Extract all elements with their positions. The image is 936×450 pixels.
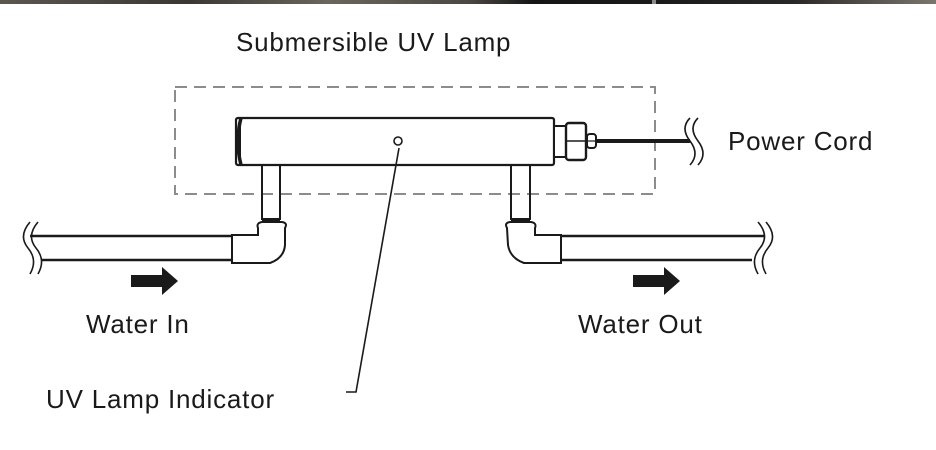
inlet-riser bbox=[261, 165, 281, 222]
inlet-pipe-break-icon bbox=[22, 221, 43, 275]
outlet-pipe bbox=[561, 234, 764, 262]
inlet-pipe bbox=[30, 234, 232, 262]
water-in-label: Water In bbox=[86, 309, 190, 339]
strip-notch bbox=[652, 0, 656, 4]
power-cord-break-icon bbox=[684, 117, 704, 166]
indicator-leader-line bbox=[346, 147, 400, 393]
water-in-arrow-icon bbox=[131, 267, 178, 295]
cable-gland bbox=[553, 121, 597, 162]
uv-lamp-indicator-label: UV Lamp Indicator bbox=[46, 384, 275, 414]
water-out-label: Water Out bbox=[578, 309, 703, 339]
diagram-title: Submersible UV Lamp bbox=[236, 27, 512, 57]
outlet-riser bbox=[510, 165, 531, 222]
outlet-elbow bbox=[505, 221, 562, 264]
outlet-pipe-break-icon bbox=[753, 221, 774, 275]
indicator-light-icon bbox=[393, 136, 403, 146]
inlet-elbow bbox=[231, 221, 287, 264]
power-cord-label: Power Cord bbox=[728, 126, 874, 156]
top-photo-strip bbox=[0, 0, 936, 4]
water-out-arrow-icon bbox=[633, 267, 680, 295]
